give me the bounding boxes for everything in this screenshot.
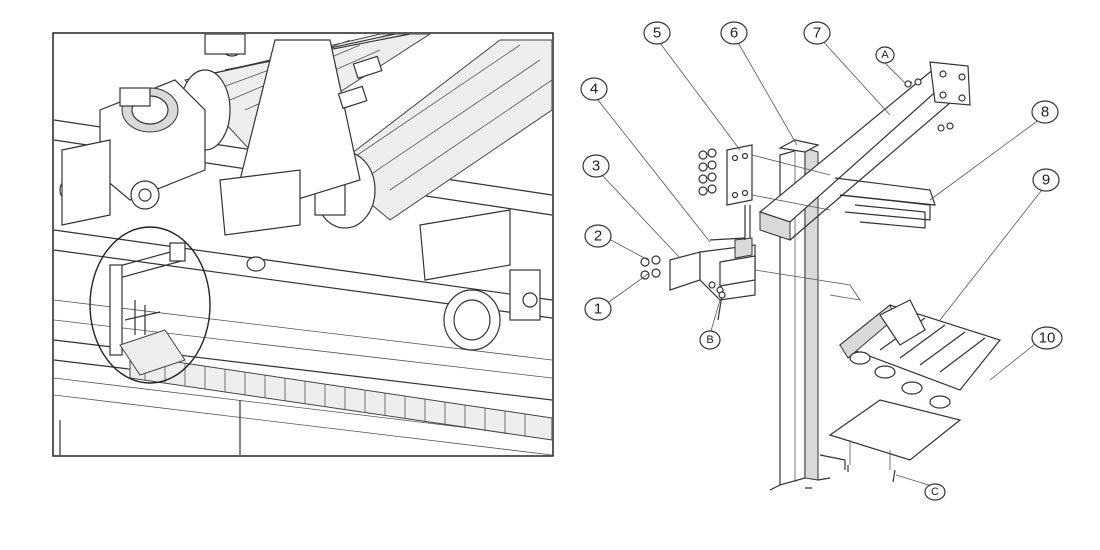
u-bolts — [834, 177, 936, 229]
callout-1-label: 1 — [594, 301, 602, 318]
floor-plate — [828, 399, 962, 470]
callout-A-label: A — [881, 49, 889, 61]
callout-5-label: 5 — [653, 25, 661, 42]
callout-C-label: C — [931, 486, 939, 498]
callout-4-label: 4 — [590, 81, 598, 98]
callout-2-label: 2 — [594, 228, 602, 245]
cable-chain — [838, 299, 1002, 409]
callout-10-label: 10 — [1039, 330, 1056, 347]
leader-lines — [593, 37, 1046, 487]
callout-8: 8 — [1031, 100, 1059, 124]
callout-10: 10 — [1031, 326, 1063, 350]
callout-3: 3 — [582, 154, 610, 178]
mounting-plate — [698, 144, 831, 211]
callout-C: C — [924, 483, 946, 501]
callout-7: 7 — [803, 21, 831, 45]
cable-chain-overview — [129, 354, 552, 441]
callout-3-label: 3 — [592, 158, 600, 175]
horizontal-arm — [758, 61, 971, 241]
callout-7-label: 7 — [813, 25, 821, 42]
bolts — [717, 78, 954, 483]
callout-8-label: 8 — [1041, 104, 1049, 121]
nut-set — [698, 148, 717, 196]
callout-9-label: 9 — [1042, 172, 1050, 189]
callout-1: 1 — [584, 297, 612, 321]
callout-5: 5 — [643, 21, 671, 45]
callout-2: 2 — [584, 224, 612, 248]
detail-highlight-circle — [89, 226, 211, 384]
round-hatch — [443, 269, 541, 351]
callout-A: A — [875, 46, 895, 64]
exploded-assembly: 1 2 3 4 5 6 7 8 9 10 A B C — [580, 21, 1063, 501]
machine-overview-panel — [52, 32, 554, 457]
bracket-block — [669, 205, 861, 301]
callout-9: 9 — [1032, 168, 1060, 192]
callout-B: B — [699, 330, 721, 350]
callout-4: 4 — [580, 77, 608, 101]
callout-6: 6 — [720, 21, 748, 45]
callout-B-label: B — [706, 334, 713, 346]
washer-nut-pair — [640, 255, 661, 280]
motor-gearbox — [59, 34, 246, 226]
callout-6-label: 6 — [730, 25, 738, 42]
